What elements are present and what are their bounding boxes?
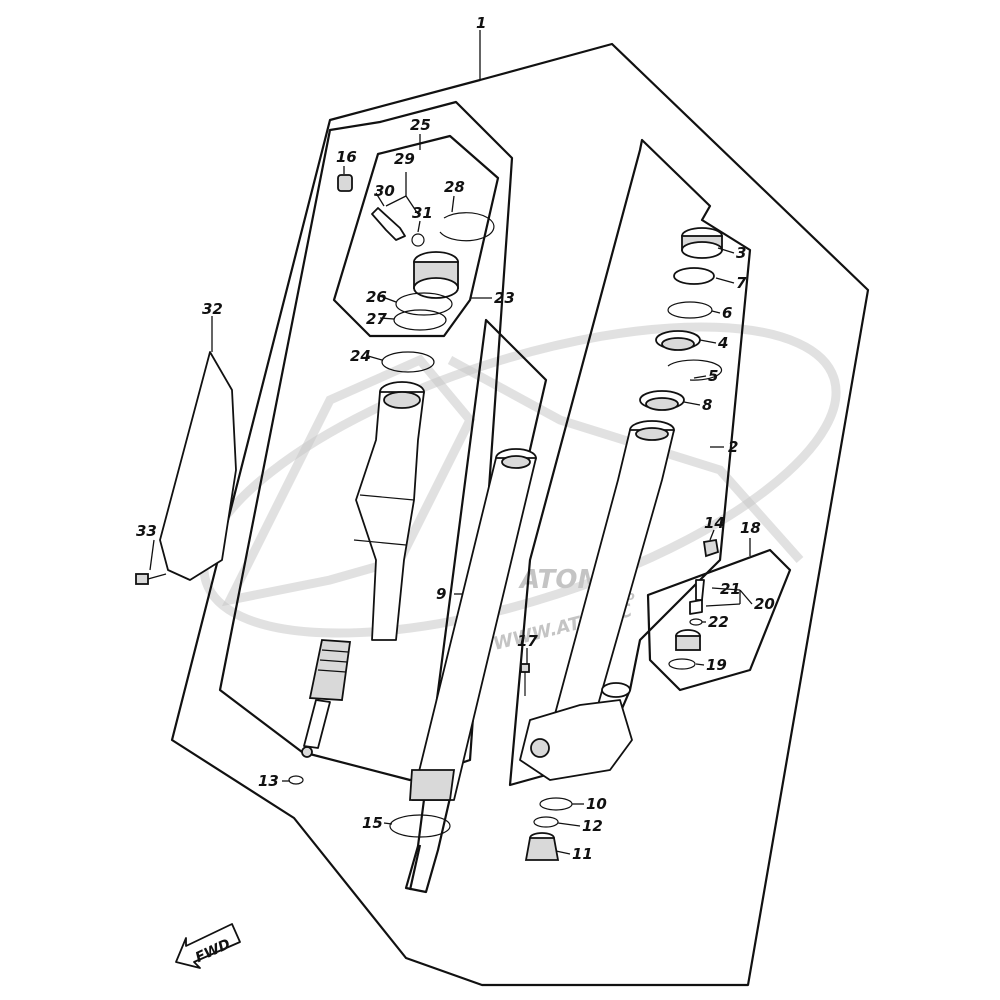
label-25: 25 <box>410 116 431 134</box>
spring-group-outline <box>408 844 422 891</box>
bolt-17 <box>520 663 530 696</box>
label-27: 27 <box>366 310 387 328</box>
circlip-5 <box>667 359 723 381</box>
label-8: 8 <box>702 396 712 414</box>
label-14: 14 <box>704 514 725 532</box>
valve-30 <box>371 207 406 241</box>
leader-lines <box>149 166 753 855</box>
fork-guard-32 <box>159 316 237 581</box>
label-30: 30 <box>374 182 395 200</box>
outer-tube-group-outline <box>508 138 752 787</box>
washer-19 <box>668 658 696 670</box>
circlip-28 <box>439 212 495 242</box>
bolt-33 <box>135 573 167 585</box>
label-6: 6 <box>722 304 732 322</box>
label-24: 24 <box>350 347 371 365</box>
inner-tube <box>301 381 425 758</box>
washer-10 <box>539 797 573 811</box>
label-22: 22 <box>708 613 729 631</box>
label-3: 3 <box>736 244 746 262</box>
label-26: 26 <box>366 288 387 306</box>
label-20: 20 <box>754 595 775 613</box>
label-5: 5 <box>708 367 718 385</box>
fork-cap-group-outline <box>332 134 500 338</box>
damper-tube-9 <box>409 448 537 801</box>
oil-seal-4 <box>655 330 701 351</box>
plug-19 <box>675 629 701 651</box>
label-12: 12 <box>582 817 603 835</box>
label-16: 16 <box>336 148 357 166</box>
oring-27 <box>393 309 447 331</box>
label-15: 15 <box>362 814 383 832</box>
damper-group-outline <box>404 318 548 894</box>
bushing-7 <box>673 267 715 285</box>
oring-13 <box>288 775 304 785</box>
label-10: 10 <box>586 795 607 813</box>
label-19: 19 <box>706 656 727 674</box>
axle-holder-group-outline <box>646 548 792 692</box>
label-18: 18 <box>740 519 761 537</box>
label-33: 33 <box>136 522 157 540</box>
dust-seal-8 <box>639 390 685 411</box>
valve-21 <box>695 579 705 601</box>
oring-22 <box>689 618 703 626</box>
label-4: 4 <box>717 334 728 352</box>
label-13: 13 <box>258 772 279 790</box>
label-31: 31 <box>412 204 433 222</box>
part-labels: 1 2 3 4 5 6 7 8 9 10 11 12 13 14 15 16 1… <box>136 14 775 863</box>
fork-cap <box>413 251 459 299</box>
label-1: 1 <box>476 14 486 32</box>
oring-26 <box>395 292 453 316</box>
plug-16 <box>337 174 353 192</box>
oring-31 <box>411 233 425 247</box>
oring-15 <box>389 814 451 838</box>
fwd-arrow-icon: FWD <box>175 923 241 969</box>
bushing-3 <box>681 227 723 259</box>
label-9: 9 <box>436 585 446 603</box>
fork-assembly-outline <box>170 42 870 987</box>
ring-24 <box>381 351 435 373</box>
label-28: 28 <box>444 178 465 196</box>
oring-12 <box>533 816 559 828</box>
base-valve-11 <box>524 832 560 861</box>
label-29: 29 <box>394 150 415 168</box>
valve-20 <box>689 599 703 615</box>
label-32: 32 <box>202 300 223 318</box>
label-17: 17 <box>517 632 538 650</box>
label-7: 7 <box>736 274 747 292</box>
nut-14 <box>702 538 720 558</box>
label-23: 23 <box>494 289 515 307</box>
label-11: 11 <box>572 845 593 863</box>
washer-6 <box>667 301 713 319</box>
outer-tube-2 <box>519 420 675 781</box>
label-21: 21 <box>720 580 741 598</box>
label-2: 2 <box>728 438 738 456</box>
